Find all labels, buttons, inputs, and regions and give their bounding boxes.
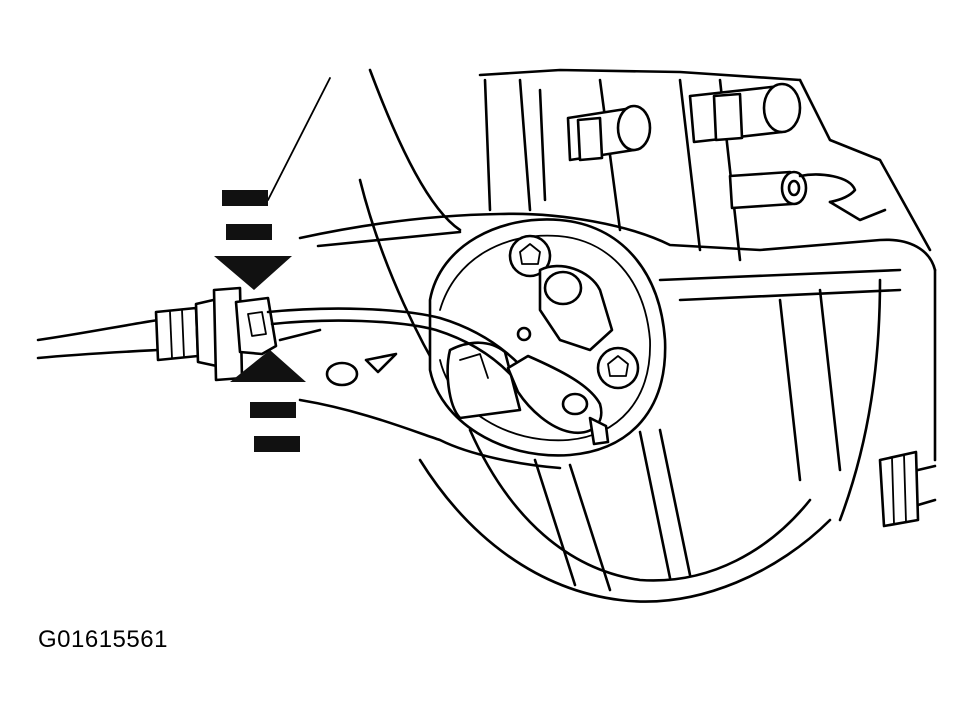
stud-lower [728,170,887,222]
upper-housing [478,68,932,262]
locating-hole [325,352,398,387]
sensor-wire [266,307,522,378]
torx-bolt-lower [596,346,640,390]
connector-housing [154,286,278,382]
side-bolt [878,450,937,528]
stud-right [688,82,802,144]
sensor-bracket [516,264,614,352]
harness-cable [36,318,160,360]
press-arrow-up [230,350,306,452]
figure-id: G01615561 [38,626,168,653]
stud-left [566,104,652,162]
knuckle-body [278,68,937,603]
press-arrow-down [214,190,292,290]
leader-line [267,77,331,201]
sensor-eyelet [506,354,610,446]
torx-bolt-upper [508,234,552,278]
